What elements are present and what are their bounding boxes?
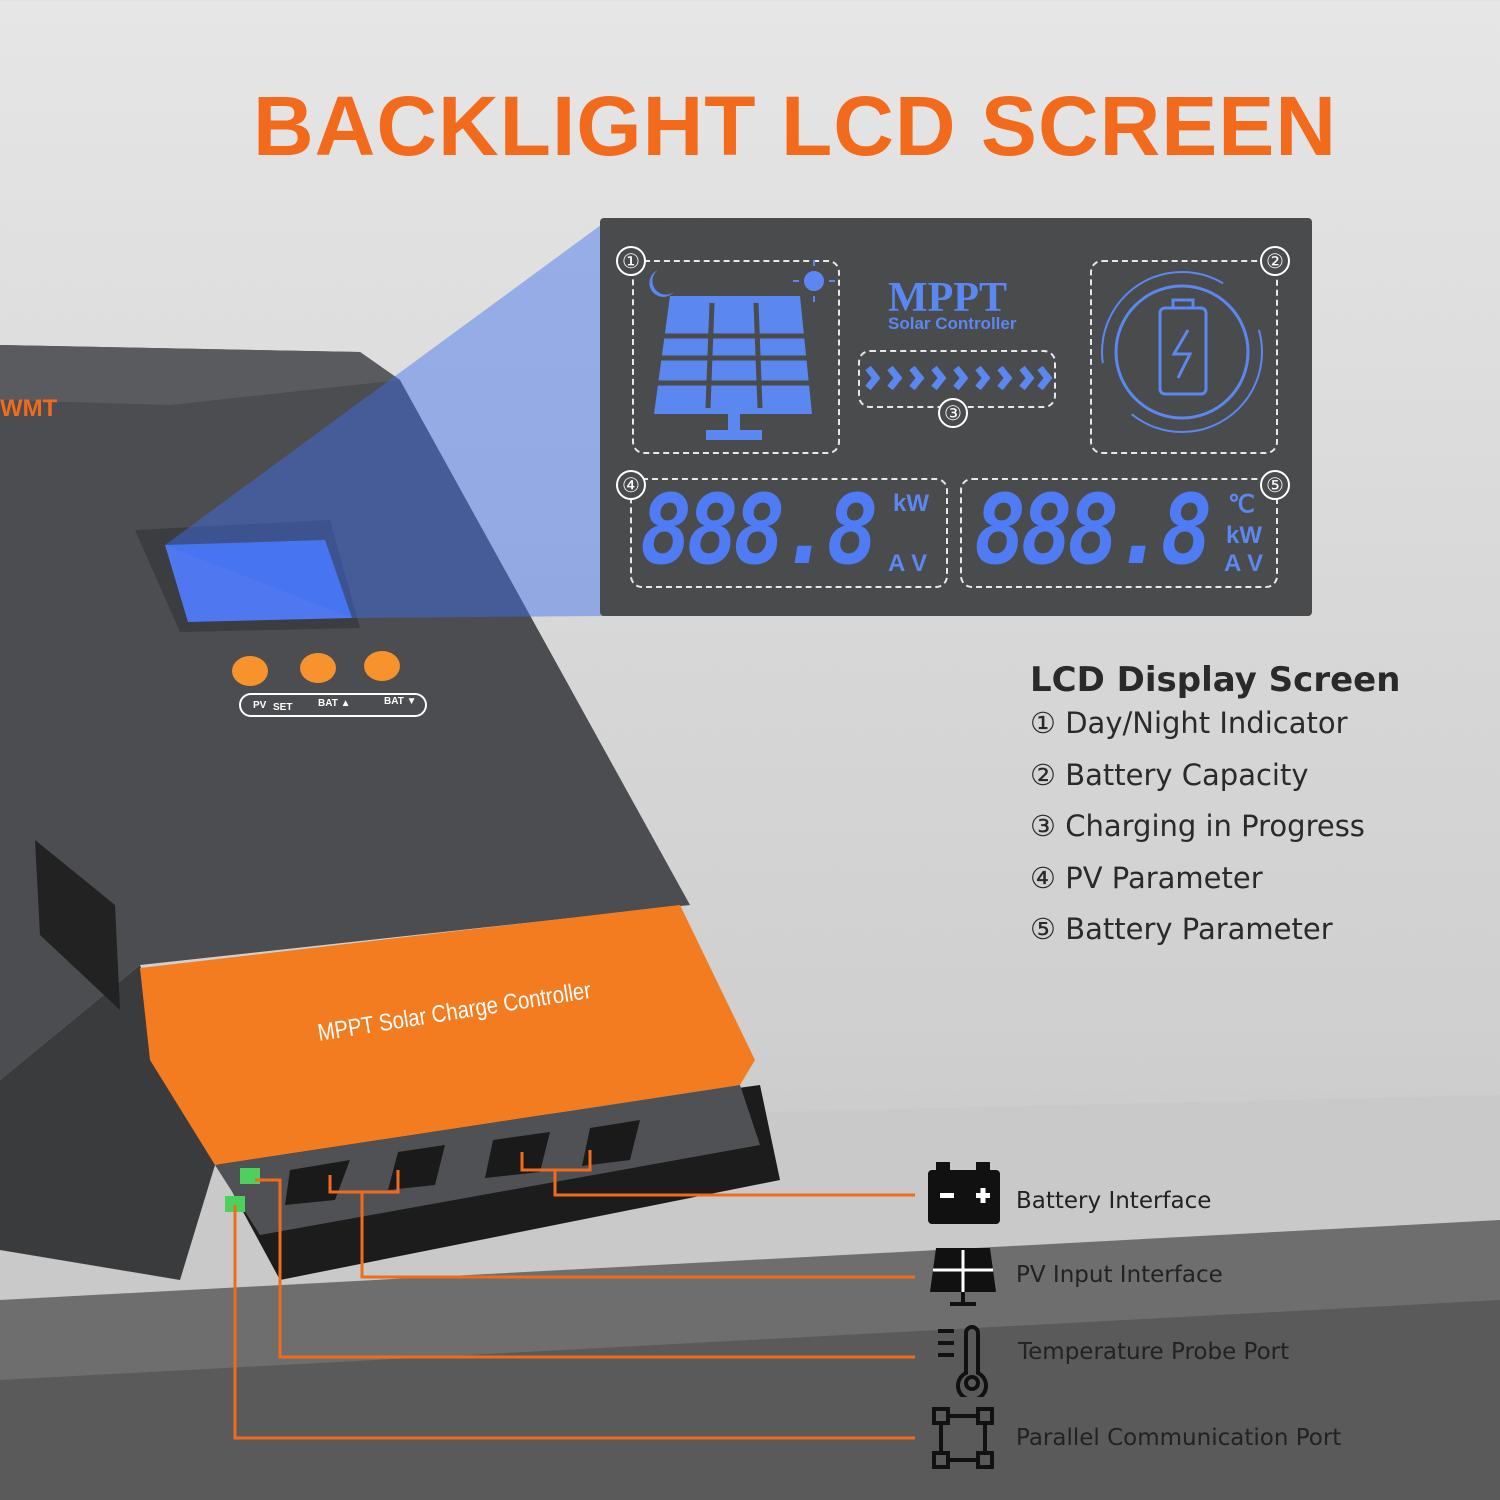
charging-arrows-icon bbox=[865, 365, 1053, 391]
solar-panel-icon bbox=[930, 1248, 996, 1306]
bat-unit-kw: kW bbox=[1226, 522, 1262, 549]
charge-controller-device bbox=[0, 345, 780, 1280]
page-title: BACKLIGHT LCD SCREEN bbox=[253, 79, 1337, 173]
thermometer-icon bbox=[938, 1325, 988, 1397]
marker-5: ⑤ bbox=[1260, 470, 1290, 500]
pv-unit-kw: kW bbox=[893, 490, 929, 517]
brand-logo: WMT bbox=[0, 395, 58, 422]
grid-lines bbox=[658, 302, 810, 409]
marker-3: ③ bbox=[938, 398, 968, 428]
bat-digits: 888.8 bbox=[974, 474, 1212, 586]
button-label-set: SET bbox=[273, 702, 293, 713]
mppt-subtitle: Solar Controller bbox=[888, 314, 1017, 333]
lcd-panel: ① ② ③ ④ ⑤ MPPT Solar Controller 888.8 kW… bbox=[600, 218, 1312, 616]
device-buttons bbox=[232, 651, 427, 717]
marker-1: ① bbox=[616, 246, 646, 276]
solar-panel-icon bbox=[654, 296, 812, 440]
port-label-parallel: Parallel Communication Port bbox=[1016, 1425, 1342, 1451]
network-icon bbox=[932, 1407, 994, 1469]
moon-icon bbox=[649, 270, 674, 297]
day-night-box bbox=[632, 260, 840, 454]
pv-digits: 888.8 bbox=[640, 474, 878, 586]
bat-param-box bbox=[960, 478, 1278, 588]
bat-unit-av: A V bbox=[1224, 550, 1264, 577]
button-label-pv: PV bbox=[253, 700, 267, 711]
button-label-bat-up: BAT ▲ bbox=[318, 698, 351, 709]
button-label-bat-down: BAT ▼ bbox=[384, 696, 417, 707]
marker-2: ② bbox=[1260, 246, 1290, 276]
pv-unit-av: A V bbox=[888, 550, 928, 577]
lcd-legend: LCD Display Screen ① Day/Night Indicator… bbox=[1030, 660, 1400, 964]
port-label-battery: Battery Interface bbox=[1016, 1188, 1212, 1214]
pv-param-box bbox=[630, 478, 948, 588]
legend-item: ③ Charging in Progress bbox=[1030, 809, 1365, 843]
light-beam bbox=[165, 222, 605, 618]
port-label-pv: PV Input Interface bbox=[1016, 1262, 1223, 1288]
legend-item: ⑤ Battery Parameter bbox=[1030, 912, 1333, 946]
battery-icon bbox=[928, 1162, 1000, 1224]
battery-box bbox=[1090, 260, 1278, 454]
port-label-temp: Temperature Probe Port bbox=[1018, 1339, 1290, 1365]
legend-item: ② Battery Capacity bbox=[1030, 757, 1309, 792]
legend-item: ① Day/Night Indicator bbox=[1030, 706, 1348, 740]
legend-item: ④ PV Parameter bbox=[1030, 860, 1263, 895]
battery-icon bbox=[1101, 271, 1263, 433]
sun-icon bbox=[793, 260, 835, 302]
mppt-logo: MPPT bbox=[888, 275, 1007, 321]
legend-heading: LCD Display Screen bbox=[1030, 660, 1401, 700]
bat-unit-temp: ℃ bbox=[1228, 491, 1255, 518]
marker-4: ④ bbox=[616, 470, 646, 500]
